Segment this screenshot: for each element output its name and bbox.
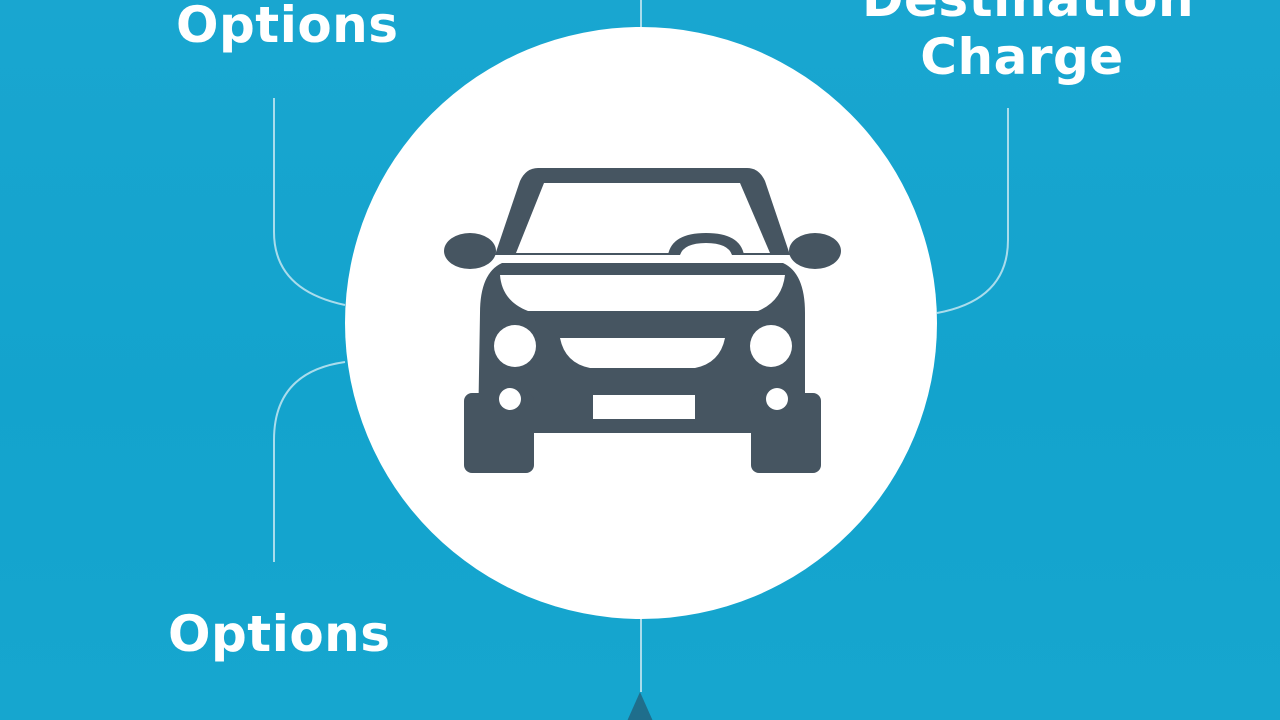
pointer-triangle bbox=[627, 692, 653, 720]
connector-right bbox=[936, 108, 1009, 314]
destination-label-line1: Destination bbox=[862, 0, 1194, 28]
options-label-top: Options bbox=[176, 0, 399, 54]
destination-label-line2: Charge bbox=[920, 28, 1124, 86]
options-label-bottom: Options bbox=[168, 605, 391, 663]
connector-bottom-left bbox=[273, 361, 346, 562]
connector-top-left bbox=[273, 98, 346, 306]
car-icon bbox=[444, 168, 841, 473]
destination-charge-label: Destination Charge bbox=[862, 0, 1194, 86]
